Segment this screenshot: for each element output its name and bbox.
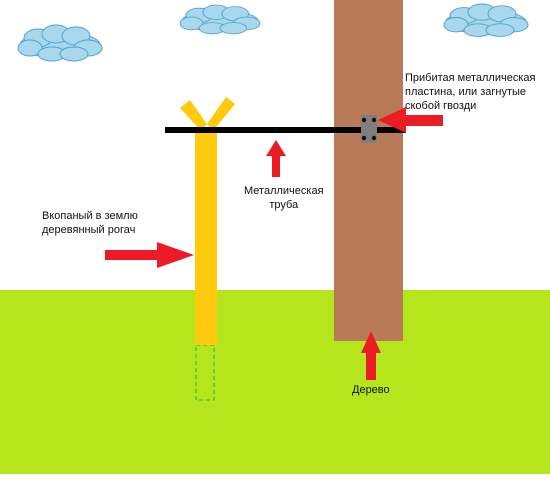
arrow-left-icon: [378, 107, 443, 133]
pipe-label-line: труба: [269, 199, 299, 211]
metal-plate: [361, 115, 377, 143]
arrow-up-icon: [266, 140, 286, 177]
pipe-label-line: Металлическая: [244, 185, 324, 197]
metal-pipe: [165, 127, 406, 133]
plate-label-line: пластина, или загнутые: [405, 86, 527, 98]
wooden-fork-post: [180, 97, 235, 345]
arrow-right-icon: [105, 242, 194, 268]
post-label-line: деревянный рогач: [42, 224, 136, 236]
plate-label-line: Прибитая металлическая: [405, 72, 536, 84]
pipe-label: Металлическая труба: [244, 184, 324, 212]
arrow-up-icon: [361, 331, 381, 380]
plate-label: Прибитая металлическая пластина, или заг…: [405, 71, 535, 113]
post-label: Вкопаный в землю деревянный рогач: [42, 209, 138, 237]
tree-trunk: [334, 0, 403, 341]
plate-label-line: скобой гвозди: [405, 100, 477, 112]
tree-label: Дерево: [352, 384, 390, 396]
ground: [0, 290, 550, 474]
post-label-line: Вкопаный в землю: [42, 210, 138, 222]
